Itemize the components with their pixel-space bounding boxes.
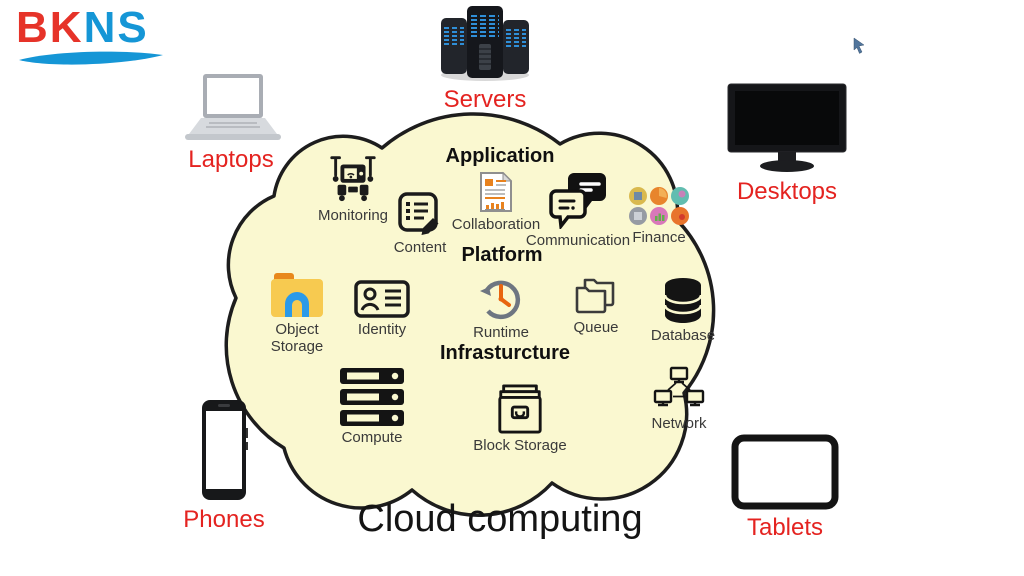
cloud-item-label: Collaboration <box>451 216 541 233</box>
cloud-item-queue: Queue <box>550 276 642 336</box>
cloud-item-label: Communication <box>525 232 631 249</box>
cloud-item-object-storage: Object Storage <box>251 272 343 356</box>
cloud-item-communication: Communication <box>518 171 638 249</box>
logo-ns: NS <box>83 3 149 52</box>
cloud-item-label: Object Storage <box>270 321 324 356</box>
device-tablets: Tablets <box>726 434 844 542</box>
laptop-icon <box>185 74 281 140</box>
finance-apps-icon <box>629 187 689 225</box>
cloud-item-runtime: Runtime <box>455 275 547 341</box>
device-label: Servers <box>443 86 527 113</box>
cloud-item-collaboration: Collaboration <box>441 171 551 233</box>
device-laptops: Laptops <box>176 74 286 174</box>
cloud-item-identity: Identity <box>336 280 428 338</box>
cloud-item-label: Network <box>651 415 707 432</box>
device-label: Laptops <box>188 146 274 173</box>
cloud-item-label: Block Storage <box>473 437 567 454</box>
storage-drawer-icon <box>498 384 542 434</box>
cloud-item-label: Monitoring <box>317 207 389 224</box>
iot-gateway-icon <box>330 156 376 202</box>
id-card-icon <box>354 280 410 318</box>
clock-history-icon <box>480 280 521 320</box>
logo-text: BKNS <box>16 6 186 50</box>
device-label: Tablets <box>746 514 824 541</box>
cloud-item-label: Identity <box>357 321 407 338</box>
device-label: Desktops <box>736 178 838 205</box>
server-towers-icon <box>441 6 529 81</box>
content-list-pencil-icon <box>398 192 439 235</box>
cloud-item-content: Content <box>374 191 466 256</box>
tablet-icon <box>731 434 839 510</box>
cloud-item-label: Queue <box>573 319 619 336</box>
header-infrastructure: Infrasturcture <box>439 342 571 364</box>
device-label: Phones <box>183 506 265 533</box>
cloud-item-label: Database <box>650 327 716 344</box>
folder-arch-icon <box>271 273 323 317</box>
cloud-item-network: Network <box>629 366 729 432</box>
database-cylinder-icon <box>663 278 703 323</box>
smartphone-icon <box>202 400 248 500</box>
folders-icon <box>575 278 615 314</box>
monitor-icon <box>727 83 847 172</box>
server-stack-icon <box>340 368 404 426</box>
diagram-title: Cloud computing <box>357 498 643 540</box>
device-phones: Phones <box>183 398 265 534</box>
logo-bk: BK <box>16 3 84 52</box>
document-report-icon <box>480 171 513 212</box>
cloud-item-label: Content <box>393 239 447 256</box>
device-desktops: Desktops <box>722 82 852 206</box>
header-application: Application <box>445 145 555 167</box>
cloud-item-block-storage: Block Storage <box>462 384 578 454</box>
bkns-logo: BKNS <box>16 6 186 68</box>
mouse-cursor-icon <box>853 37 865 54</box>
cloud-item-label: Runtime <box>473 324 529 341</box>
logo-swoosh-icon <box>19 51 163 65</box>
connected-computers-icon <box>653 366 705 407</box>
cloud-item-monitoring: Monitoring <box>306 150 400 224</box>
cloud-item-label: Finance <box>632 229 686 246</box>
device-servers: Servers <box>430 2 540 114</box>
cloud-item-finance: Finance <box>612 186 706 246</box>
cloud-item-compute: Compute <box>324 368 420 446</box>
cloud-item-label: Compute <box>341 429 403 446</box>
cloud-item-database: Database <box>637 276 729 344</box>
header-platform: Platform <box>461 244 543 266</box>
chat-bubbles-icon <box>549 173 606 229</box>
